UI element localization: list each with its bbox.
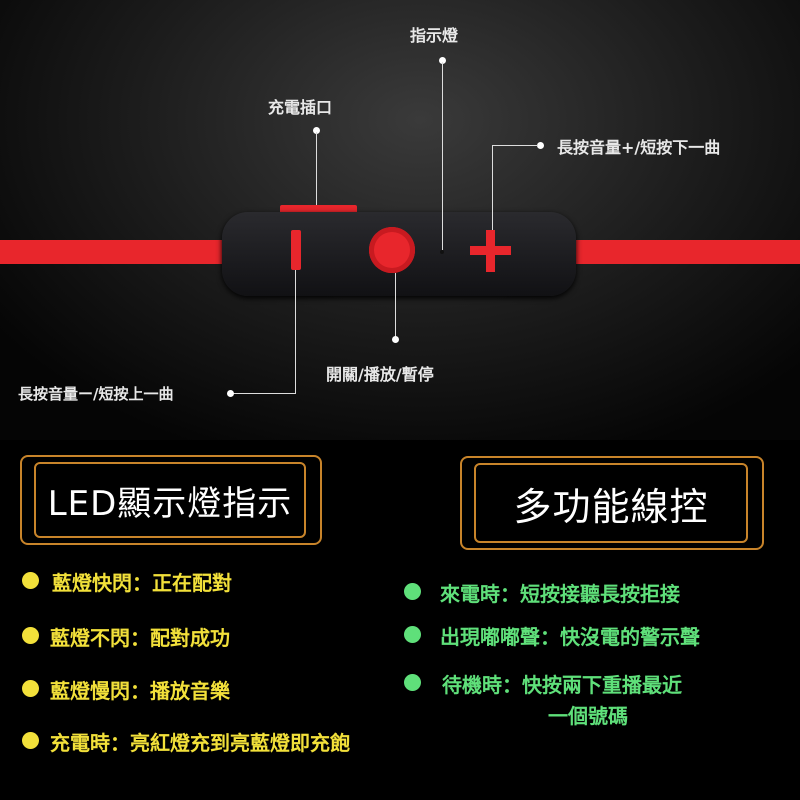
control-item: 來電時：短按接聽長按拒接 — [440, 582, 680, 606]
callout-line — [492, 145, 493, 230]
led-item: 藍燈快閃：正在配對 — [52, 571, 232, 595]
callout-dot — [227, 390, 234, 397]
minus-button — [291, 230, 301, 270]
indicator-light — [440, 250, 444, 254]
bullet-icon — [404, 583, 421, 600]
callout-dot — [439, 57, 446, 64]
led-title-frame — [20, 455, 322, 545]
callout-line — [295, 270, 296, 394]
callout-dot — [537, 142, 544, 149]
label-indicator: 指示燈 — [410, 26, 459, 45]
callout-line — [230, 393, 296, 394]
control-title-frame — [460, 456, 764, 550]
callout-line — [395, 273, 396, 337]
bullet-icon — [404, 626, 421, 643]
callout-line — [492, 145, 538, 146]
cable-left — [0, 240, 222, 264]
led-title: LED顯示燈指示 — [34, 462, 306, 538]
bullet-icon — [22, 572, 39, 589]
bullet-icon — [22, 680, 39, 697]
bullet-icon — [404, 674, 421, 691]
callout-dot — [392, 336, 399, 343]
control-title: 多功能線控 — [474, 463, 748, 543]
label-charge-port: 充電插口 — [268, 98, 333, 117]
charge-port — [280, 205, 357, 214]
led-item: 充電時：亮紅燈充到亮藍燈即充飽 — [50, 731, 350, 755]
cable-right — [574, 240, 800, 264]
callout-dot — [313, 127, 320, 134]
bullet-icon — [22, 627, 39, 644]
led-item: 藍燈不閃：配對成功 — [50, 626, 230, 650]
callout-line — [442, 62, 443, 250]
label-volume-down: 長按音量ー/短按上一曲 — [18, 385, 174, 403]
label-power-play: 開關/播放/暫停 — [326, 365, 434, 384]
control-item: 待機時：快按兩下重播最近 — [442, 673, 682, 697]
callout-line — [316, 132, 317, 205]
bullet-icon — [22, 732, 39, 749]
play-button — [369, 227, 415, 273]
label-volume-up: 長按音量+/短按下一曲 — [557, 138, 721, 157]
control-item: 出現嘟嘟聲：快沒電的警示聲 — [440, 625, 700, 649]
led-item: 藍燈慢閃：播放音樂 — [50, 679, 230, 703]
plus-button-h — [470, 246, 511, 255]
control-item-continuation: 一個號碼 — [548, 704, 628, 728]
